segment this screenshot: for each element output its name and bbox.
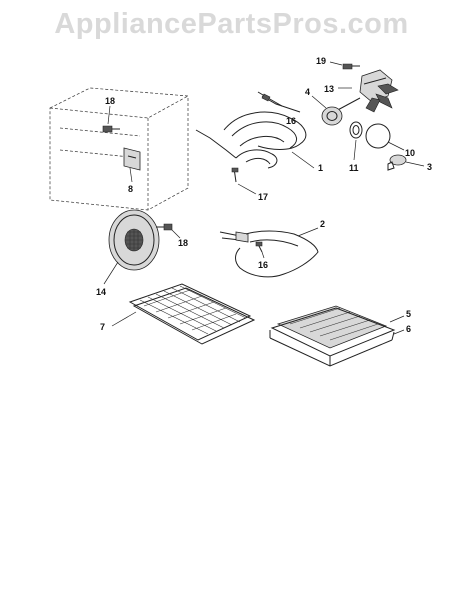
callout-5: 5 [406, 309, 411, 319]
screw-18-lower [156, 223, 181, 239]
callout-3: 3 [427, 162, 432, 172]
broil-pan-5-6 [269, 305, 405, 367]
callout-16-upper: 16 [286, 116, 296, 126]
bake-element-2 [219, 227, 319, 278]
gasket-11 [349, 121, 363, 161]
bulb-3 [387, 154, 425, 171]
oven-rack-7 [111, 283, 256, 345]
callout-16-lower: 16 [258, 260, 268, 270]
callout-11: 11 [349, 163, 359, 173]
watermark: AppliancePartsPros.com [54, 8, 409, 40]
callout-13: 13 [324, 84, 334, 94]
broil-element-1 [195, 91, 315, 195]
callout-10: 10 [405, 148, 415, 158]
screw-18-upper [102, 105, 120, 133]
convection-motor-13 [311, 69, 399, 126]
callout-18-lower: 18 [178, 238, 188, 248]
fan-cover-14 [103, 209, 160, 285]
callout-6: 6 [406, 324, 411, 334]
oven-cavity [49, 87, 189, 211]
callout-19: 19 [316, 56, 326, 66]
callout-18-upper: 18 [105, 96, 115, 106]
callout-17: 17 [258, 192, 268, 202]
callout-4: 4 [305, 87, 310, 97]
callout-14: 14 [96, 287, 106, 297]
callout-8: 8 [128, 184, 133, 194]
callout-2: 2 [320, 219, 325, 229]
lens-10 [365, 123, 405, 151]
callout-1: 1 [318, 163, 323, 173]
bracket-8 [123, 147, 141, 183]
screw-19 [329, 61, 360, 70]
callout-7: 7 [100, 322, 105, 332]
